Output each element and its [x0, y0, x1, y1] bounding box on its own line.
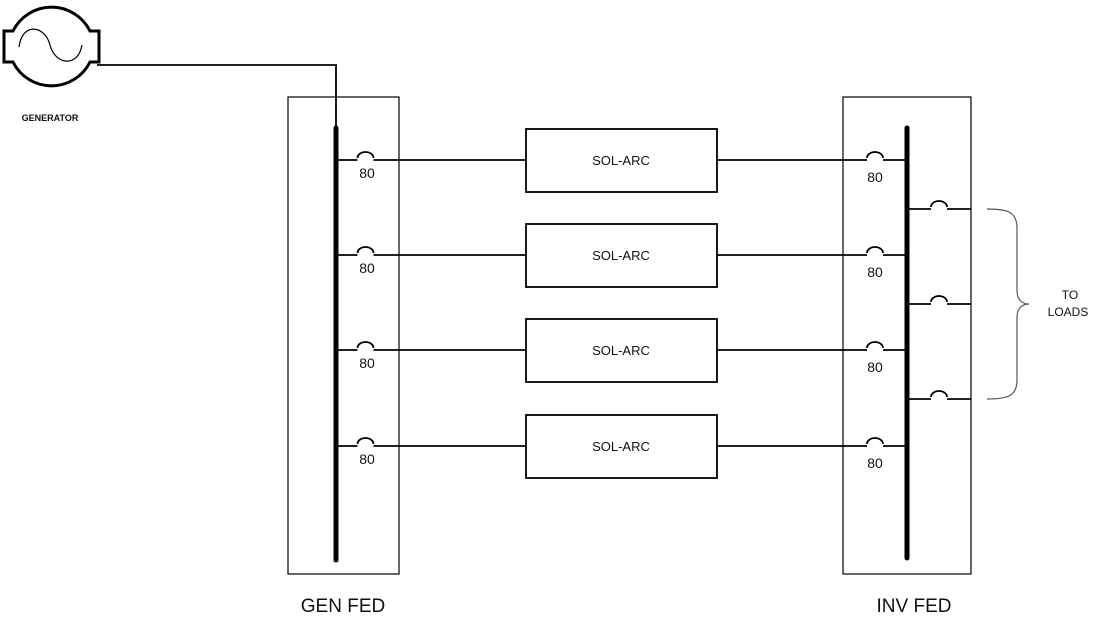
inv-breaker [843, 437, 907, 447]
gen-breaker [336, 246, 395, 256]
load-breaker [907, 390, 971, 400]
gen-breaker-rating: 80 [359, 260, 375, 276]
generator: GENERATOR [2, 5, 101, 123]
breaker-symbol [843, 341, 907, 351]
generator-feeder-wire [97, 64, 337, 128]
branch-circuit: 80 SOL-ARC 80 [336, 128, 907, 193]
sol-arc-device: SOL-ARC [525, 128, 718, 193]
loads-brace [986, 208, 1030, 400]
breaker-symbol [907, 200, 971, 210]
branch-circuit: 80 SOL-ARC 80 [336, 318, 907, 383]
device-label: SOL-ARC [592, 153, 650, 168]
gen-breaker [336, 341, 395, 351]
breaker-symbol [336, 437, 395, 447]
device-label: SOL-ARC [592, 343, 650, 358]
inv-breaker-rating: 80 [867, 169, 883, 185]
gen-breaker-rating: 80 [359, 451, 375, 467]
breaker-symbol [843, 437, 907, 447]
device-label: SOL-ARC [592, 248, 650, 263]
inv-breaker [843, 341, 907, 351]
gen-breaker [336, 437, 395, 447]
sol-arc-device: SOL-ARC [525, 414, 718, 479]
device-box [525, 223, 718, 288]
load-breaker [907, 295, 971, 305]
gen-breaker-rating: 80 [359, 355, 375, 371]
load-breaker [907, 200, 971, 210]
generator-label: GENERATOR [22, 113, 79, 123]
breaker-symbol [336, 151, 395, 161]
device-box [525, 128, 718, 193]
breaker-symbol [843, 246, 907, 256]
sol-arc-device: SOL-ARC [525, 318, 718, 383]
gen-panel-enclosure [287, 96, 400, 575]
inv-breaker [843, 246, 907, 256]
gen-breaker [336, 151, 395, 161]
gen-fed-panel: GEN FED [287, 96, 400, 617]
breaker-symbol [336, 246, 395, 256]
branch-circuit: 80 SOL-ARC 80 [336, 223, 907, 288]
inv-breaker-rating: 80 [867, 264, 883, 280]
loads-label-line1: TO [1062, 288, 1078, 302]
branch-circuits: 80SOL-ARC8080SOL-ARC8080SOL-ARC8080SOL-A… [336, 128, 907, 479]
inv-panel-label: INV FED [877, 596, 952, 617]
inv-panel-enclosure [842, 96, 972, 575]
sol-arc-device: SOL-ARC [525, 223, 718, 288]
inv-breaker-rating: 80 [867, 455, 883, 471]
breaker-symbol [907, 295, 971, 305]
load-circuits [907, 200, 971, 400]
device-box [525, 414, 718, 479]
branch-circuit: 80 SOL-ARC 80 [336, 414, 907, 479]
inv-breaker [843, 151, 907, 161]
loads-group: TO LOADS [986, 208, 1089, 400]
breaker-symbol [336, 341, 395, 351]
breaker-symbol [843, 151, 907, 161]
loads-label-line2: LOADS [1048, 305, 1089, 319]
gen-breaker-rating: 80 [359, 165, 375, 181]
device-label: SOL-ARC [592, 439, 650, 454]
ac-generator-icon [2, 5, 101, 88]
inv-fed-panel: INV FED [842, 96, 972, 617]
gen-panel-label: GEN FED [301, 596, 385, 617]
breaker-symbol [907, 390, 971, 400]
inv-breaker-rating: 80 [867, 359, 883, 375]
